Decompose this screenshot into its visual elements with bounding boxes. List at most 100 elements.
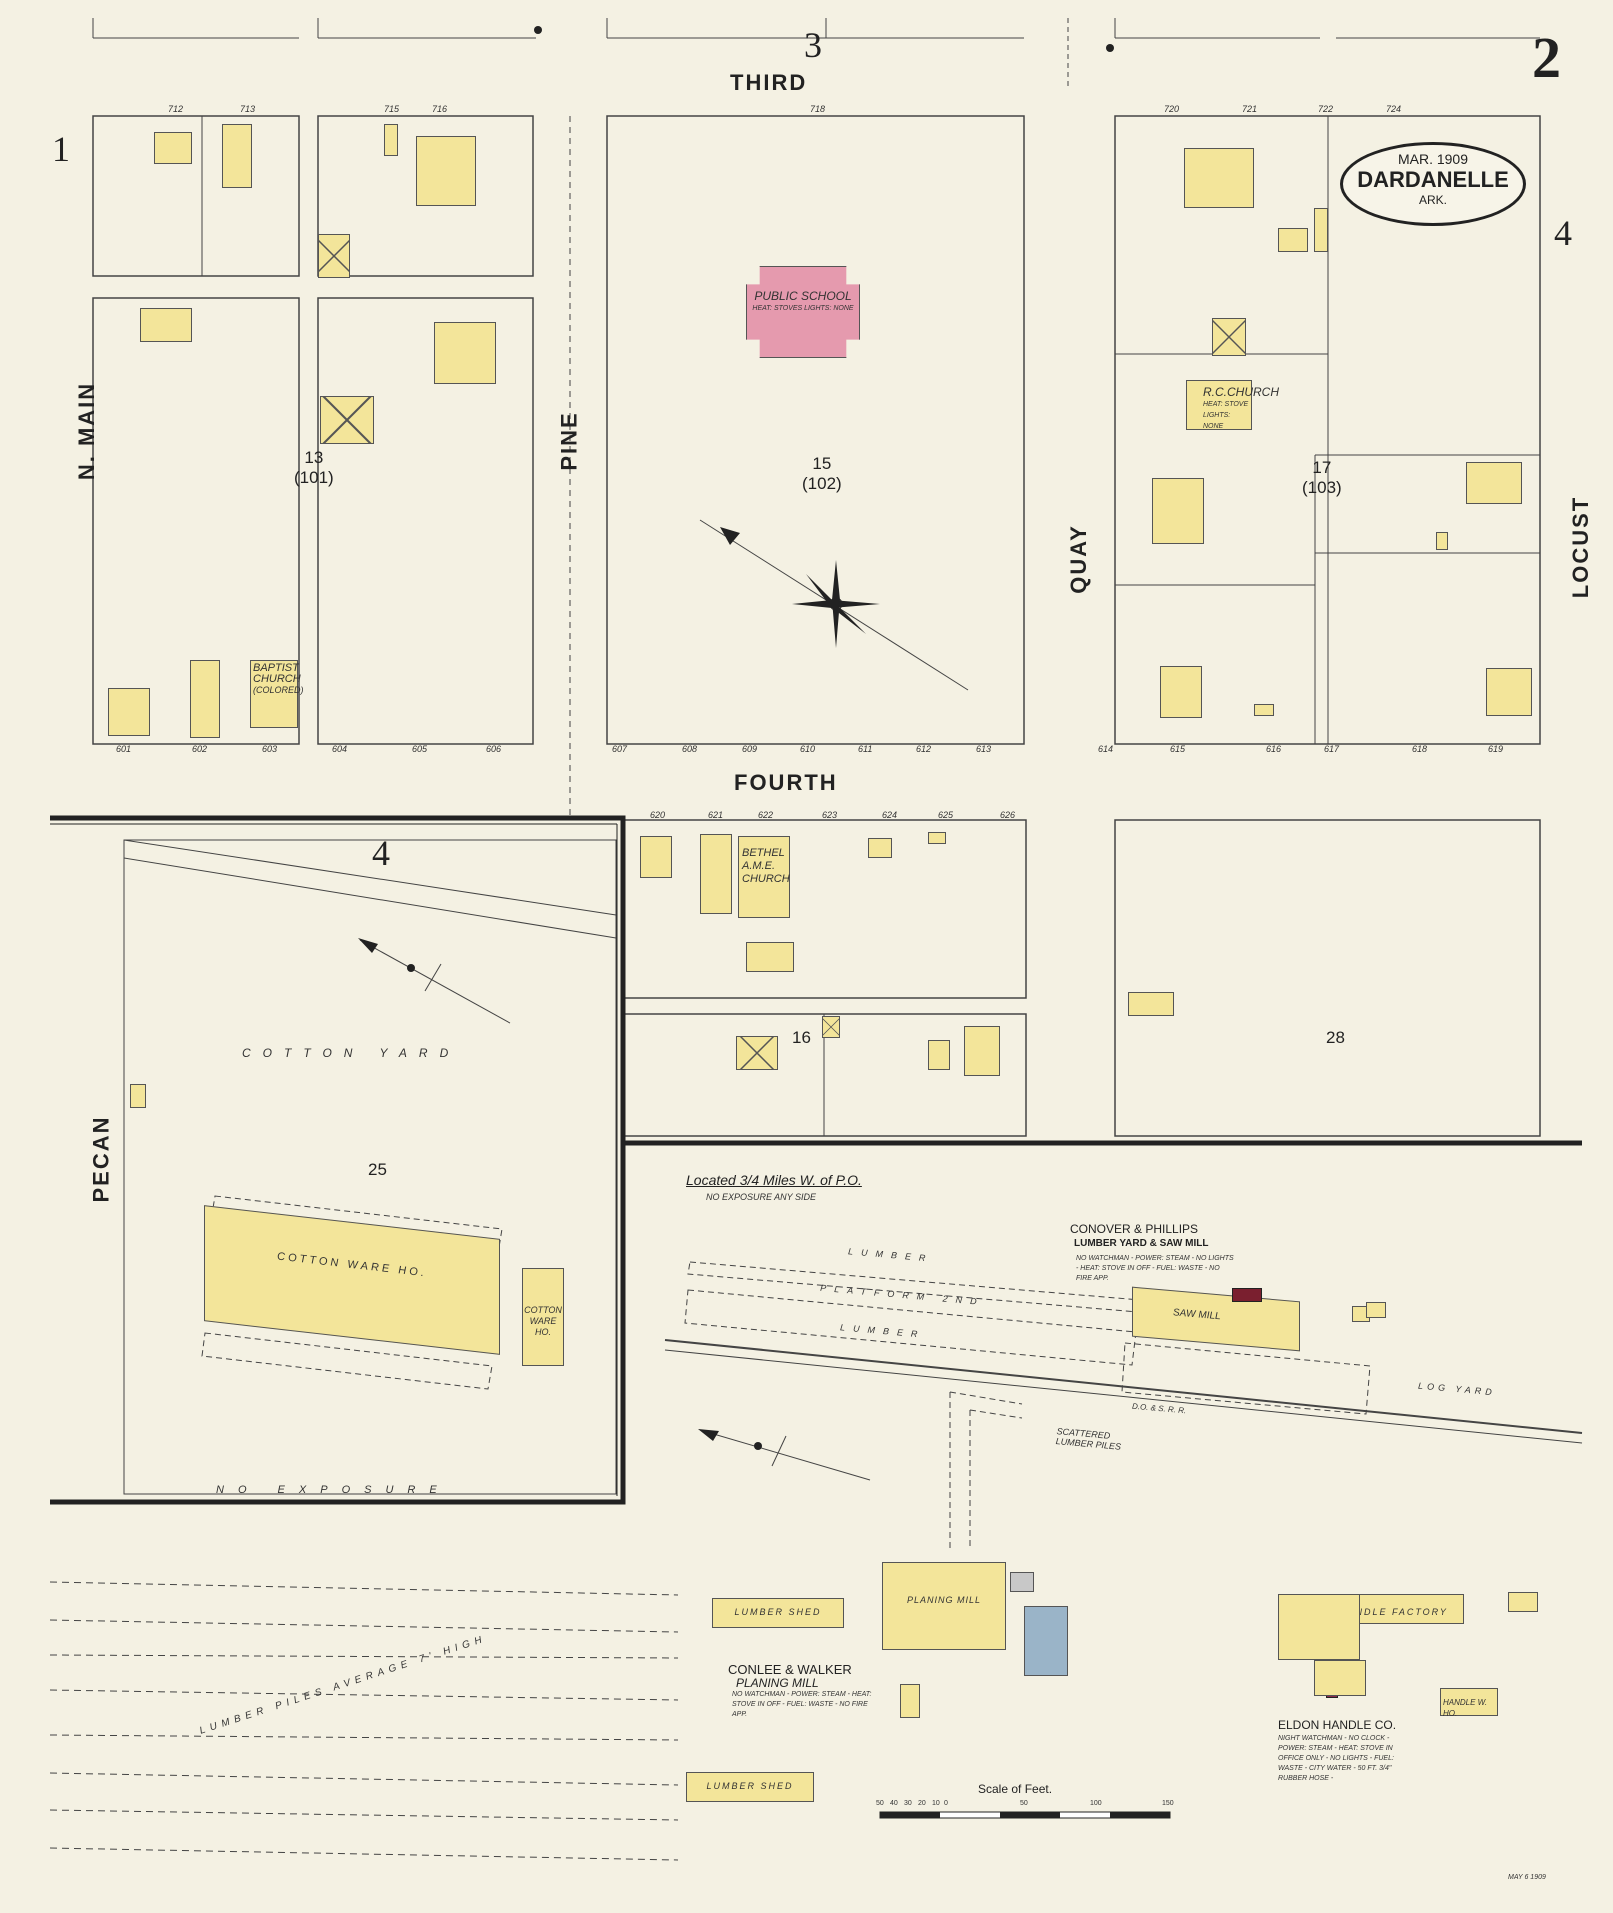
street-fourth: FOURTH <box>734 770 838 795</box>
house-number: 624 <box>882 810 898 820</box>
block-25: 25 <box>368 1160 387 1179</box>
office <box>130 1084 146 1108</box>
block-17: 17(103) <box>1302 458 1342 497</box>
rc-church: R.C.CHURCH HEAT: STOVE LIGHTS: NONE <box>1186 380 1279 430</box>
block-13: 13(101) <box>294 448 334 487</box>
eldon-note: NIGHT WATCHMAN - NO CLOCK - POWER: STEAM… <box>1278 1735 1394 1782</box>
cartouche: MAR. 1909 DARDANELLE ARK. <box>1340 142 1526 226</box>
dwelling <box>746 942 794 972</box>
dwelling <box>416 136 476 206</box>
house-number: 715 <box>384 104 400 114</box>
dwelling <box>928 1040 950 1070</box>
public-school: PUBLIC SCHOOL HEAT: STOVES LIGHTS: NONE <box>746 266 860 358</box>
sheet-number: 2 <box>1532 25 1561 90</box>
conover-note: NO WATCHMAN - POWER: STEAM - NO LIGHTS -… <box>1076 1255 1234 1282</box>
stable <box>320 396 374 444</box>
dwelling <box>1128 992 1174 1016</box>
office <box>1366 1302 1386 1318</box>
office <box>1508 1592 1538 1612</box>
outbuilding <box>1254 704 1274 716</box>
compass-rose-icon <box>699 519 969 691</box>
mill-location-note: Located 3/4 Miles W. of P.O. <box>686 1172 862 1188</box>
baptist-church: BAPTIST CHURCH (COLORED) <box>250 660 304 728</box>
lumber-shed: LUMBER SHED <box>712 1598 844 1628</box>
house-number: 720 <box>1164 104 1180 114</box>
cotton-warehouse-small: COTTON WARE HO. <box>522 1268 564 1366</box>
stable <box>318 234 350 278</box>
street-pecan: PECAN <box>88 1115 114 1203</box>
house-number: 713 <box>240 104 256 114</box>
dwelling <box>1184 148 1254 208</box>
adjoining-sheet-top: 3 <box>804 25 822 65</box>
office <box>900 1684 920 1718</box>
scale-ticks-4: 10 <box>932 1800 940 1807</box>
house-number: 615 <box>1170 744 1186 754</box>
conover-title: CONOVER & PHILLIPS <box>1070 1222 1199 1236</box>
house-number: 722 <box>1318 104 1334 114</box>
scale-ticks-1: 40 <box>890 1800 898 1807</box>
outbuilding <box>928 832 946 844</box>
block-16: 16 <box>792 1028 811 1047</box>
house-number: 609 <box>742 744 758 754</box>
house-number: 616 <box>1266 744 1282 754</box>
house-number: 605 <box>412 744 428 754</box>
street-quay: QUAY <box>1065 524 1091 594</box>
planing-mill: PLANING MILL <box>882 1562 1006 1650</box>
scale-bar <box>879 1811 1171 1819</box>
scale-title: Scale of Feet. <box>978 1782 1053 1796</box>
adjoining-sheet-left: 1 <box>52 129 70 169</box>
scale-ticks-3: 20 <box>918 1800 926 1807</box>
house-number: 625 <box>938 810 954 820</box>
dwelling <box>1160 666 1202 718</box>
stable <box>822 1016 840 1038</box>
street-n-main: N. MAIN <box>74 381 100 481</box>
house-number: 712 <box>168 104 184 114</box>
outbuilding <box>384 124 398 156</box>
bethel-church: BETHEL A.M.E. CHURCH <box>738 836 790 918</box>
house-number: 603 <box>262 744 278 754</box>
house-number: 614 <box>1098 744 1114 754</box>
scale-ticks-0: 50 <box>876 1800 884 1807</box>
scale-ticks-8: 150 <box>1162 1800 1174 1807</box>
block-28: 28 <box>1326 1028 1345 1047</box>
conlee-title: CONLEE & WALKER <box>728 1662 852 1677</box>
dwelling <box>640 836 672 878</box>
street-pine: PINE <box>556 411 582 471</box>
outbuilding <box>868 838 892 858</box>
scale-ticks-2: 30 <box>904 1800 912 1807</box>
stable <box>1212 318 1246 356</box>
cartouche-town: DARDANELLE <box>1357 167 1509 192</box>
house-number: 611 <box>858 744 873 754</box>
outbuilding <box>1278 228 1308 252</box>
outbuilding <box>1436 532 1448 550</box>
house-number: 613 <box>976 744 992 754</box>
lumber-shed: LUMBER SHED <box>686 1772 814 1802</box>
dwelling <box>190 660 220 738</box>
dwelling <box>140 308 192 342</box>
outbuilding <box>1314 208 1328 252</box>
block-15: 15(102) <box>802 454 842 493</box>
house-number: 607 <box>612 744 628 754</box>
dwelling <box>108 688 150 736</box>
house-number: 604 <box>332 744 348 754</box>
dwelling <box>964 1026 1000 1076</box>
dwelling <box>222 124 252 188</box>
conlee-note: NO WATCHMAN - POWER: STEAM - HEAT: STOVE… <box>732 1691 872 1718</box>
house-number: 618 <box>1412 744 1428 754</box>
handle-warehouse: HANDLE W. HO. <box>1440 1688 1498 1718</box>
house-number: 620 <box>650 810 666 820</box>
house-number: 622 <box>758 810 774 820</box>
scale-ticks-7: 100 <box>1090 1800 1102 1807</box>
scale-ticks-6: 50 <box>1020 1800 1028 1807</box>
no-exposure-label: NO EXPOSURE <box>216 1484 451 1496</box>
handle-factory-wing <box>1278 1594 1360 1660</box>
house-number: 724 <box>1386 104 1402 114</box>
engine-room <box>1314 1660 1366 1696</box>
dwelling <box>154 132 192 164</box>
stable <box>736 1036 778 1070</box>
dwelling <box>1152 478 1204 544</box>
house-number: 610 <box>800 744 816 754</box>
conover-sub: LUMBER YARD & SAW MILL <box>1074 1238 1209 1249</box>
